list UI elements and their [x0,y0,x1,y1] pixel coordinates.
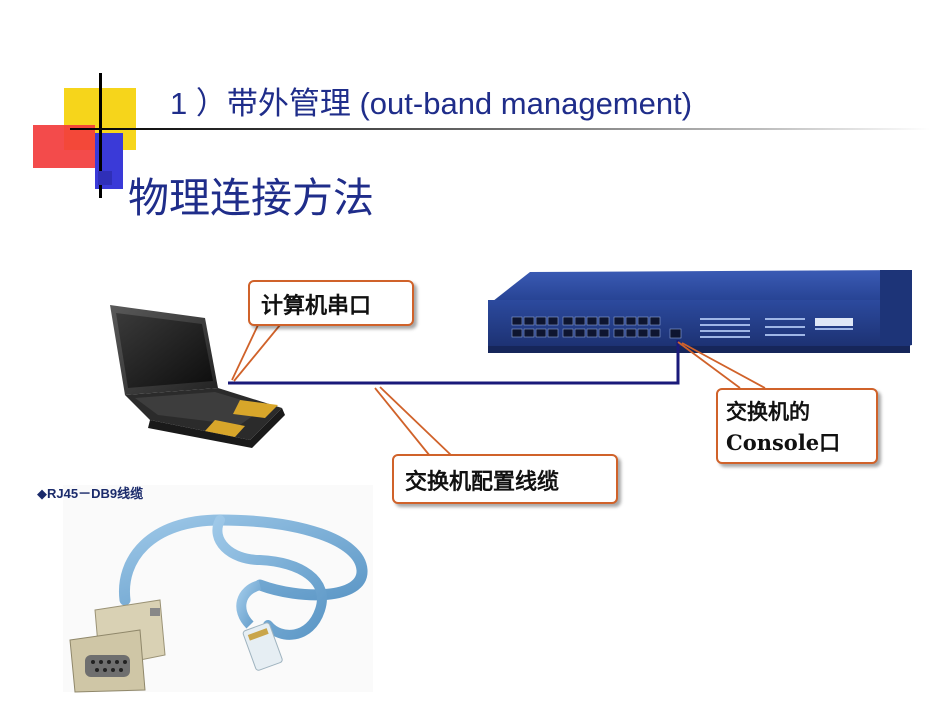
callout-pc-serial-label: 计算机串口 [261,293,371,319]
rj45-db9-label: ◆RJ45－DB9线缆 [37,483,143,502]
network-switch-icon [488,270,912,353]
callout-switch-console-line1: 交换机的 [726,396,876,427]
callout-config-cable-label: 交换机配置线缆 [405,469,559,495]
rj45-db9-cable-photo [63,485,373,692]
laptop-icon [110,305,285,448]
callout-pc-serial-port: 计算机串口 [248,280,414,326]
callout-config-cable: 交换机配置线缆 [392,454,618,504]
callout-switch-console: 交换机的 Console口 [716,388,878,464]
callout-switch-console-line2: Console口 [726,427,876,458]
